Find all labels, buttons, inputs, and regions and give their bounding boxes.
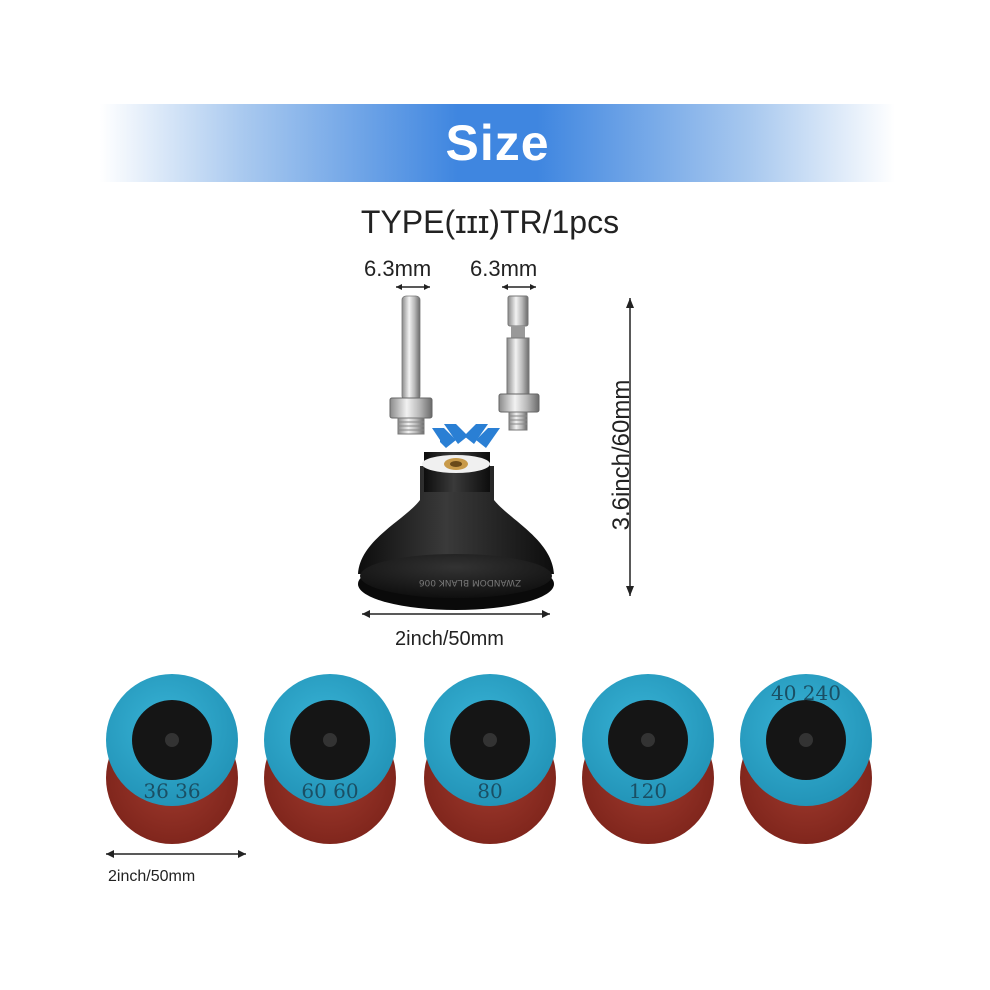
right-shank-dimension-arrow	[502, 284, 536, 290]
insert-arrow-left-icon	[432, 424, 468, 448]
left-shank-diameter: 6.3mm	[364, 256, 432, 281]
sanding-disc-5: 40 240	[740, 674, 872, 844]
pad-embossed-text: ZWANDOM BLANK 006	[419, 577, 522, 587]
disc-stud	[641, 733, 655, 747]
disc-stud	[323, 733, 337, 747]
backing-pad	[358, 452, 554, 610]
insert-arrow-right-icon	[464, 424, 500, 448]
disc-width-dimension-arrow	[106, 850, 246, 858]
disc-stud	[799, 733, 813, 747]
sanding-disc-1: 36 36	[106, 674, 238, 844]
disc-grit-label: 120	[629, 779, 667, 803]
right-shank-diameter: 6.3mm	[470, 256, 538, 281]
sanding-disc-4: 120	[582, 674, 714, 844]
disc-grit-label: 40 240	[771, 681, 841, 705]
disc-stud	[165, 733, 179, 747]
disc-stud	[483, 733, 497, 747]
disc-grit-label: 36 36	[143, 779, 200, 803]
left-shank-dimension-arrow	[396, 284, 430, 290]
pad-width-label: 2inch/50mm	[395, 628, 504, 650]
sanding-disc-3: 80	[424, 674, 556, 844]
size-banner: Size	[100, 104, 895, 182]
disc-width-label: 2inch/50mm	[108, 868, 196, 885]
pad-height-label: 3.6inch/60mm	[608, 379, 635, 531]
pad-width-dimension-arrow	[362, 610, 550, 618]
height-dimension-arrow	[626, 298, 634, 596]
type-label: TYPE(ɪɪɪ)TR/1pcs	[360, 204, 620, 240]
sanding-disc-2: 60 60	[264, 674, 396, 844]
banner-title: Size	[445, 115, 550, 171]
left-shank	[389, 295, 433, 435]
disc-grit-label: 80	[477, 779, 502, 803]
sanding-discs: 36 36 60 60 80 120 40 240	[106, 674, 872, 844]
right-shank	[498, 295, 540, 431]
disc-grit-label: 60 60	[301, 779, 358, 803]
